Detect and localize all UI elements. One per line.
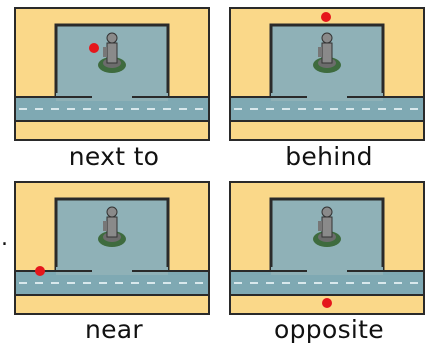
location-dot-icon [35,266,45,276]
scene-illustration [229,181,425,315]
caption-behind: behind [229,143,429,171]
scene-illustration [14,7,210,141]
stray-mark: . [1,228,8,250]
scene-illustration [229,7,425,141]
caption-opposite: opposite [229,316,429,344]
panel-near [14,181,210,315]
scene-illustration [14,181,210,315]
caption-next-to: next to [14,143,214,171]
location-dot-icon [89,43,99,53]
panel-behind [229,7,425,141]
panel-opposite [229,181,425,315]
location-dot-icon [322,298,332,308]
panel-next-to [14,7,210,141]
location-dot-icon [321,12,331,22]
caption-near: near [14,316,214,344]
